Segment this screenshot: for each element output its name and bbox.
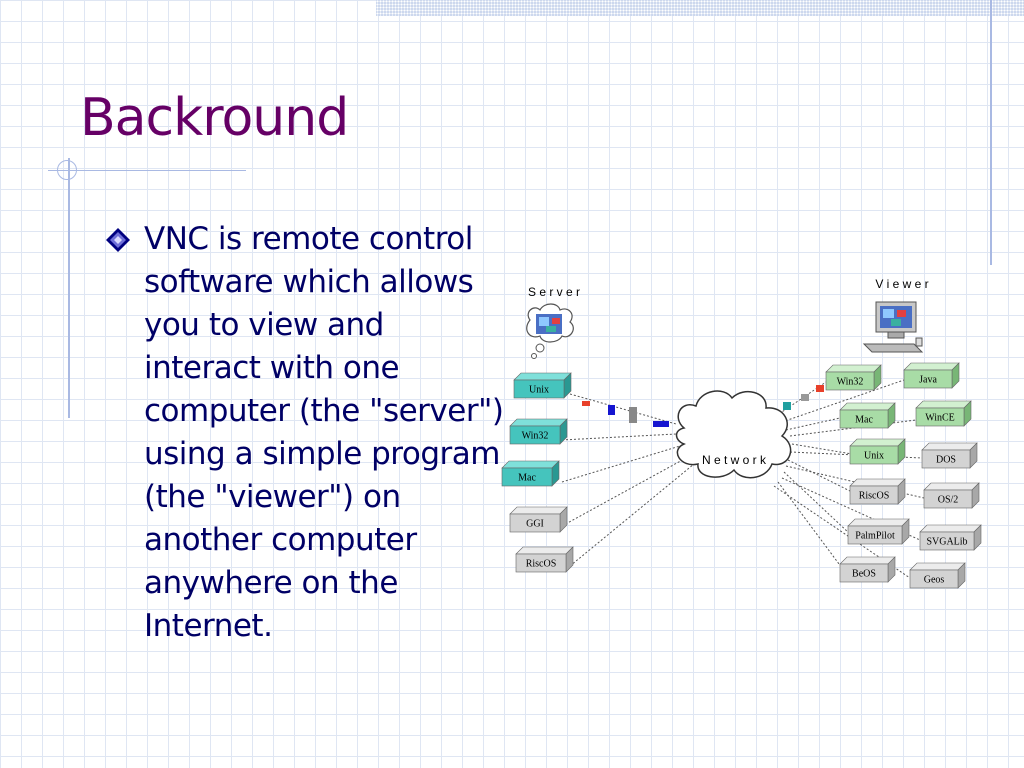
server-box-ggi-label: GGI — [526, 519, 544, 530]
server-box-riscos-label: RiscOS — [526, 559, 557, 570]
viewer-box-wince: WinCE — [915, 400, 972, 427]
server-box-mac-label: Mac — [518, 473, 536, 484]
viewer-box-riscos-label: RiscOS — [859, 491, 890, 502]
server-box-win32-label: Win32 — [522, 431, 549, 442]
viewer-box-java: Java — [903, 362, 960, 389]
server-icon — [526, 303, 574, 359]
viewer-box-java-label: Java — [919, 375, 937, 386]
viewer-box-palmpilot: PalmPilot — [847, 518, 910, 545]
right-decorative-rule — [990, 0, 992, 265]
bullet-text: VNC is remote control software which all… — [144, 221, 504, 644]
viewer-box-mac: Mac — [839, 402, 896, 429]
server-box-mac: Mac — [501, 460, 560, 487]
network-cloud: N e t w o r k — [675, 390, 792, 479]
viewer-box-unix: Unix — [849, 438, 906, 465]
viewer-box-mac-label: Mac — [855, 415, 873, 426]
viewer-box-riscos: RiscOS — [849, 478, 906, 505]
viewer-box-dos-label: DOS — [936, 455, 956, 466]
viewer-box-geos: Geos — [909, 562, 966, 589]
server-label: S e r v e r — [528, 285, 580, 299]
viewer-box-os2: OS/2 — [923, 482, 980, 509]
decorative-ring — [57, 160, 77, 180]
viewer-box-unix-label: Unix — [864, 451, 884, 462]
server-box-unix: Unix — [513, 372, 572, 399]
viewer-box-svgalib-label: SVGALib — [926, 537, 967, 548]
viewer-box-palmpilot-label: PalmPilot — [855, 531, 895, 542]
viewer-box-svgalib: SVGALib — [919, 524, 982, 551]
viewer-box-win32: Win32 — [825, 364, 882, 391]
server-connections — [561, 393, 695, 567]
viewer-label: V i e w e r — [875, 277, 928, 291]
viewer-box-beos: BeOS — [839, 556, 896, 583]
viewer-box-win32-label: Win32 — [837, 377, 864, 388]
server-box-riscos: RiscOS — [515, 546, 574, 573]
network-label: N e t w o r k — [702, 453, 767, 467]
server-box-win32: Win32 — [509, 418, 568, 445]
viewer-box-dos: DOS — [921, 442, 978, 469]
viewer-box-beos-label: BeOS — [852, 569, 876, 580]
viewer-box-wince-label: WinCE — [925, 413, 955, 424]
diamond-bullet-icon — [106, 228, 130, 252]
top-decorative-band — [376, 0, 1024, 16]
vnc-network-diagram: N e t w o r k S e r v e r V i e w e r Un… — [501, 277, 982, 589]
title-underline-rule — [48, 170, 246, 171]
viewer-box-geos-label: Geos — [924, 575, 945, 586]
left-decorative-rule — [68, 158, 70, 418]
slide-title: Backround — [80, 88, 349, 148]
viewer-box-os2-label: OS/2 — [938, 495, 959, 506]
server-box-unix-label: Unix — [529, 385, 549, 396]
viewer-computer-icon — [862, 301, 924, 353]
server-box-ggi: GGI — [509, 506, 568, 533]
